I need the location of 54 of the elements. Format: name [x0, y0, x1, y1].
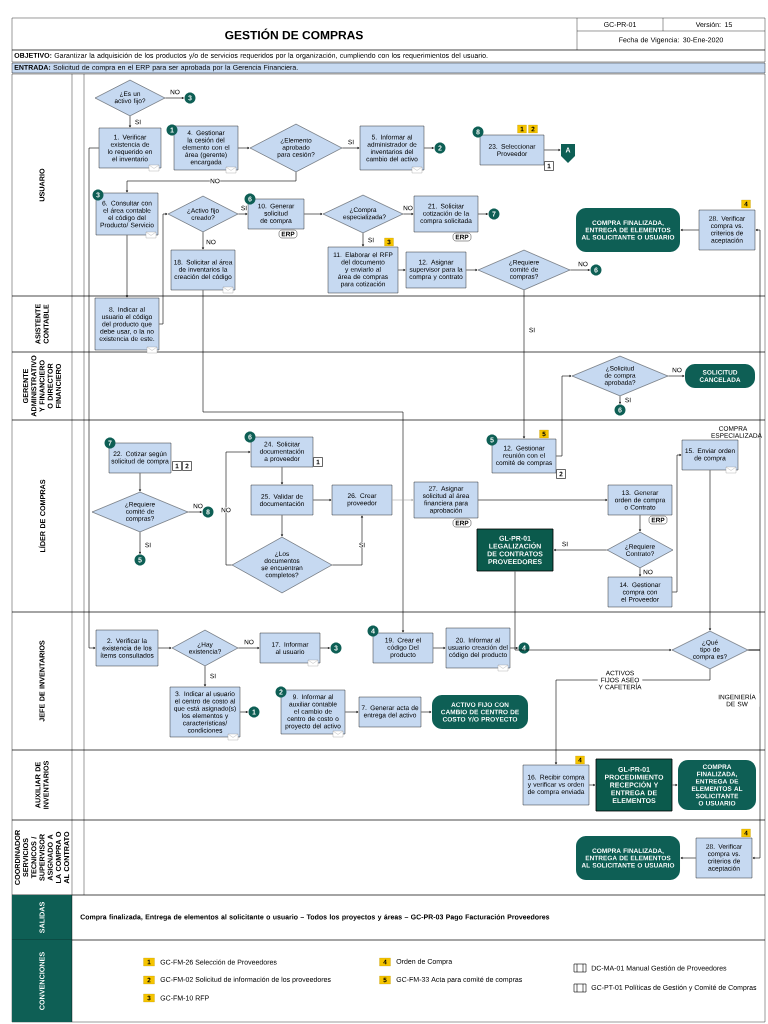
- arrow: [639, 567, 641, 577]
- arrow: [680, 857, 697, 859]
- arrow: [237, 647, 260, 649]
- arrow: [553, 549, 608, 551]
- arrow: [555, 375, 572, 457]
- arrow: [523, 289, 525, 439]
- arrow: [237, 213, 248, 215]
- arrow: [331, 515, 363, 566]
- arrow: [509, 647, 518, 649]
- arrow: [477, 213, 488, 215]
- arrow: [129, 115, 131, 128]
- arrow: [139, 472, 141, 492]
- arrow: [126, 171, 297, 193]
- arrow: [477, 499, 608, 501]
- arrow: [671, 454, 682, 593]
- arrow: [423, 147, 434, 149]
- arrow: [312, 499, 332, 501]
- arrow: [402, 213, 414, 215]
- arrow: [709, 469, 711, 631]
- arrow: [281, 514, 283, 537]
- arrow: [420, 711, 432, 713]
- arrow: [225, 451, 251, 566]
- arrow: [569, 269, 590, 271]
- arrow: [543, 149, 561, 151]
- arrow: [667, 375, 685, 377]
- arrow: [303, 213, 323, 215]
- arrow: [432, 647, 446, 649]
- arrow: [281, 466, 283, 485]
- arrow: [202, 231, 204, 250]
- arrow: [202, 289, 404, 633]
- arrow: [126, 234, 128, 298]
- arrow: [164, 97, 184, 99]
- arrow: [187, 511, 202, 513]
- arrow: [639, 514, 641, 532]
- arrow: [672, 784, 678, 786]
- title: GESTIÓN DE COMPRAS: [225, 28, 363, 40]
- arrow: [747, 649, 761, 859]
- arrow: [319, 647, 330, 649]
- arrow: [465, 269, 478, 271]
- arrow: [139, 531, 141, 554]
- arrow: [157, 647, 172, 649]
- arrow: [158, 213, 168, 325]
- arrow: [88, 147, 100, 649]
- arrow: [588, 784, 596, 786]
- arrow: [239, 711, 248, 713]
- arrow: [341, 147, 360, 149]
- arrow: [514, 571, 672, 651]
- arrow: [619, 395, 621, 404]
- arrow: [344, 711, 359, 713]
- arrow: [362, 232, 364, 247]
- arrow: [680, 229, 700, 231]
- arrow: [237, 147, 250, 149]
- arrow: [204, 665, 206, 687]
- arrow: [397, 269, 406, 271]
